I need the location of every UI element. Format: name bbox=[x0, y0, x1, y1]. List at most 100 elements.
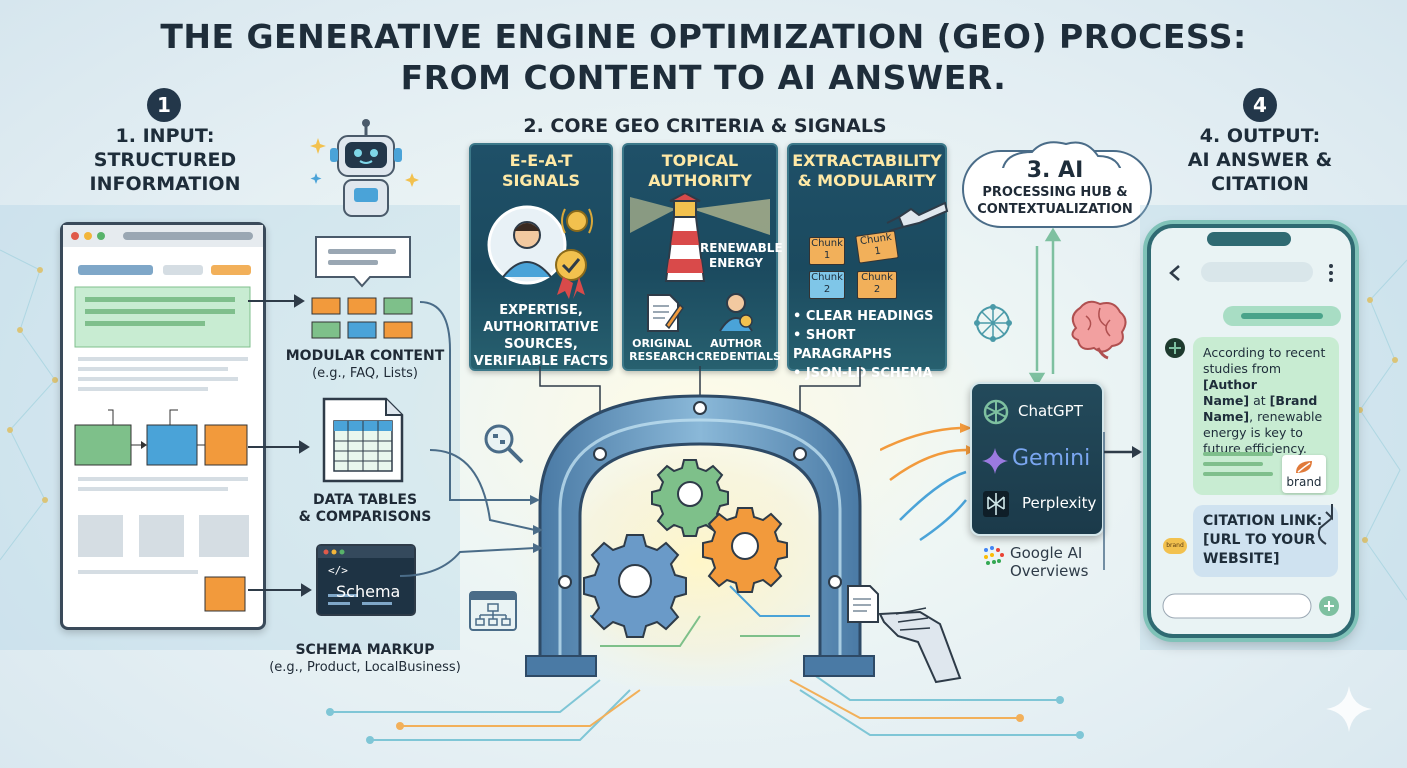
code-window-icon: </> Schema bbox=[316, 544, 416, 616]
brand-logo-tag: brand bbox=[1282, 455, 1326, 493]
step-1-label: 1. INPUT: STRUCTURED INFORMATION bbox=[60, 124, 270, 196]
neural-icon bbox=[974, 304, 1012, 342]
step-4-line-1: 4. OUTPUT: bbox=[1199, 125, 1321, 147]
geo-gateway-arch bbox=[500, 366, 900, 686]
step-2-heading: 2. CORE GEO CRITERIA & SIGNALS bbox=[523, 115, 887, 137]
modular-content-sub: (e.g., FAQ, Lists) bbox=[312, 366, 418, 381]
google-ai-line-1: Google AI bbox=[1010, 544, 1083, 562]
topical-authority-card: TOPICAL AUTHORITY RENEWABLE ENERGY ORIGI… bbox=[622, 143, 783, 371]
schema-markup-label: SCHEMA MARKUP bbox=[295, 642, 435, 658]
speech-bubble-icon bbox=[315, 236, 411, 288]
original-research-label: ORIGINAL RESEARCH bbox=[624, 337, 700, 363]
answer-brand-b: Name] bbox=[1203, 409, 1250, 424]
brand-small-avatar: brand bbox=[1163, 538, 1187, 554]
original-research-line-1: ORIGINAL bbox=[632, 337, 692, 350]
search-magnifier-icon bbox=[484, 424, 524, 464]
original-research-line-2: RESEARCH bbox=[629, 350, 695, 363]
topical-title-2: AUTHORITY bbox=[648, 171, 752, 190]
topical-title-1: TOPICAL bbox=[661, 151, 739, 170]
modular-content-blocks bbox=[311, 297, 413, 339]
input-arrows bbox=[248, 294, 312, 597]
ai-to-output-arrow bbox=[1103, 432, 1142, 570]
answer-line-1: According to recent bbox=[1203, 345, 1326, 360]
citation-link-bubble[interactable] bbox=[1193, 505, 1338, 577]
answer-author-b: Name] bbox=[1203, 393, 1250, 408]
chunk-1-right: Chunk 1 bbox=[855, 230, 899, 264]
chunk-2-right-b: 2 bbox=[873, 284, 881, 295]
extractability-title-1: EXTRACTABILITY bbox=[792, 151, 942, 170]
renewable-energy-tag: RENEWABLE ENERGY bbox=[700, 241, 783, 271]
chunk-2-left-b: 2 bbox=[823, 284, 831, 295]
document-pen-icon bbox=[647, 294, 684, 332]
ai-hub-line-2: CONTEXTUALIZATION bbox=[977, 202, 1133, 217]
title-line-1: THE GENERATIVE ENGINE OPTIMIZATION (GEO)… bbox=[160, 17, 1247, 56]
extractability-bullets: • CLEAR HEADINGS • SHORT PARAGRAPHS • JS… bbox=[793, 307, 943, 383]
step-4-label: 4. OUTPUT: AI ANSWER & CITATION bbox=[1150, 124, 1370, 196]
ai-hub-subtitle: PROCESSING HUB & CONTEXTUALIZATION bbox=[962, 184, 1148, 218]
answer-line-4b: , renewable bbox=[1249, 409, 1323, 424]
robot-hand-document-icon bbox=[847, 585, 962, 684]
eeat-title-2: SIGNALS bbox=[501, 171, 581, 190]
ai-answer-text: According to recent studies from [Author… bbox=[1203, 345, 1335, 457]
data-tables-line-1: DATA TABLES bbox=[312, 492, 418, 508]
schema-markup-sub: (e.g., Product, LocalBusiness) bbox=[269, 660, 461, 675]
modular-content-label: MODULAR CONTENT bbox=[285, 348, 445, 364]
cursor-pointer-icon bbox=[1317, 504, 1333, 545]
bullet-clear-headings: • CLEAR HEADINGS bbox=[793, 309, 934, 324]
data-tables-line-2: & COMPARISONS bbox=[298, 509, 432, 525]
schema-code-text: Schema bbox=[336, 582, 401, 601]
data-tables-label: DATA TABLES & COMPARISONS bbox=[280, 492, 450, 526]
answer-placeholder-lines bbox=[1203, 452, 1273, 476]
sparkle-icon bbox=[1326, 686, 1372, 732]
chunk-1-left-a: Chunk bbox=[811, 238, 843, 249]
code-window-decor: </> bbox=[318, 546, 414, 605]
brand-leaf-icon bbox=[1296, 461, 1312, 473]
step-1-line-2: STRUCTURED bbox=[93, 149, 237, 171]
google-ai-line-2: Overviews bbox=[1010, 562, 1089, 580]
perplexity-label: Perplexity bbox=[1022, 494, 1097, 512]
eeat-title-1: E-E-A-T bbox=[509, 151, 573, 170]
perplexity-logo-icon bbox=[983, 491, 1009, 517]
svg-text:</>: </> bbox=[328, 564, 348, 577]
phone-chrome bbox=[1162, 232, 1341, 619]
eeat-signals-card: E-E-A-T SIGNALS EXPERTISE, AUTHORITATIVE… bbox=[469, 143, 613, 371]
title-line-2: FROM CONTENT TO AI ANSWER. bbox=[400, 58, 1007, 97]
google-ai-overviews-label: Google AI Overviews bbox=[1010, 544, 1110, 580]
answer-author-a: [Author bbox=[1203, 377, 1257, 392]
citation-line-2: [URL TO YOUR bbox=[1203, 532, 1316, 548]
webpage-contents bbox=[63, 225, 263, 612]
chatgpt-engine: ChatGPT bbox=[980, 396, 1098, 426]
lighthouse-icon bbox=[630, 193, 770, 282]
step-4-line-3: CITATION bbox=[1211, 173, 1309, 195]
cloud-bumps bbox=[996, 141, 1128, 178]
eeat-text-1: EXPERTISE, bbox=[499, 303, 583, 318]
arch-to-ai-arrows bbox=[880, 423, 976, 542]
citation-link-text[interactable]: CITATION LINK: [URL TO YOUR WEBSITE] bbox=[1203, 512, 1333, 569]
renewable-tag-line-2: ENERGY bbox=[709, 256, 763, 270]
input-flow-lines bbox=[400, 301, 543, 577]
answer-brand-a: [Brand bbox=[1269, 393, 1318, 408]
openai-logo-icon bbox=[983, 399, 1009, 425]
chunk-2-left-a: Chunk bbox=[811, 272, 843, 283]
chunk-2-left: Chunk 2 bbox=[809, 271, 845, 299]
eeat-text-4: VERIFIABLE FACTS bbox=[473, 354, 609, 369]
step-1-line-3: INFORMATION bbox=[89, 173, 241, 195]
structured-webpage-mockup bbox=[60, 222, 266, 630]
sitemap-icon bbox=[469, 591, 517, 631]
robot-hand-icon bbox=[886, 201, 949, 232]
citation-line-1: CITATION LINK: bbox=[1203, 513, 1323, 529]
bullet-json-ld: • JSON-LD SCHEMA bbox=[793, 366, 933, 381]
extractability-title-2: & MODULARITY bbox=[797, 171, 937, 190]
gemini-label: Gemini bbox=[1012, 446, 1091, 471]
page-title: THE GENERATIVE ENGINE OPTIMIZATION (GEO)… bbox=[0, 16, 1407, 98]
author-credentials-line-2: CREDENTIALS bbox=[696, 350, 781, 363]
chunk-2-right: Chunk 2 bbox=[857, 271, 897, 299]
citation-line-3: WEBSITE] bbox=[1203, 551, 1280, 567]
chunk-1-left: Chunk 1 bbox=[809, 237, 845, 265]
renewable-tag-line-1: RENEWABLE bbox=[700, 241, 783, 255]
person-icon bbox=[487, 205, 593, 299]
eeat-text-3: SOURCES, bbox=[504, 337, 578, 352]
answer-line-2a: studies from bbox=[1203, 361, 1282, 376]
author-credentials-label: AUTHOR CREDENTIALS bbox=[696, 337, 781, 363]
